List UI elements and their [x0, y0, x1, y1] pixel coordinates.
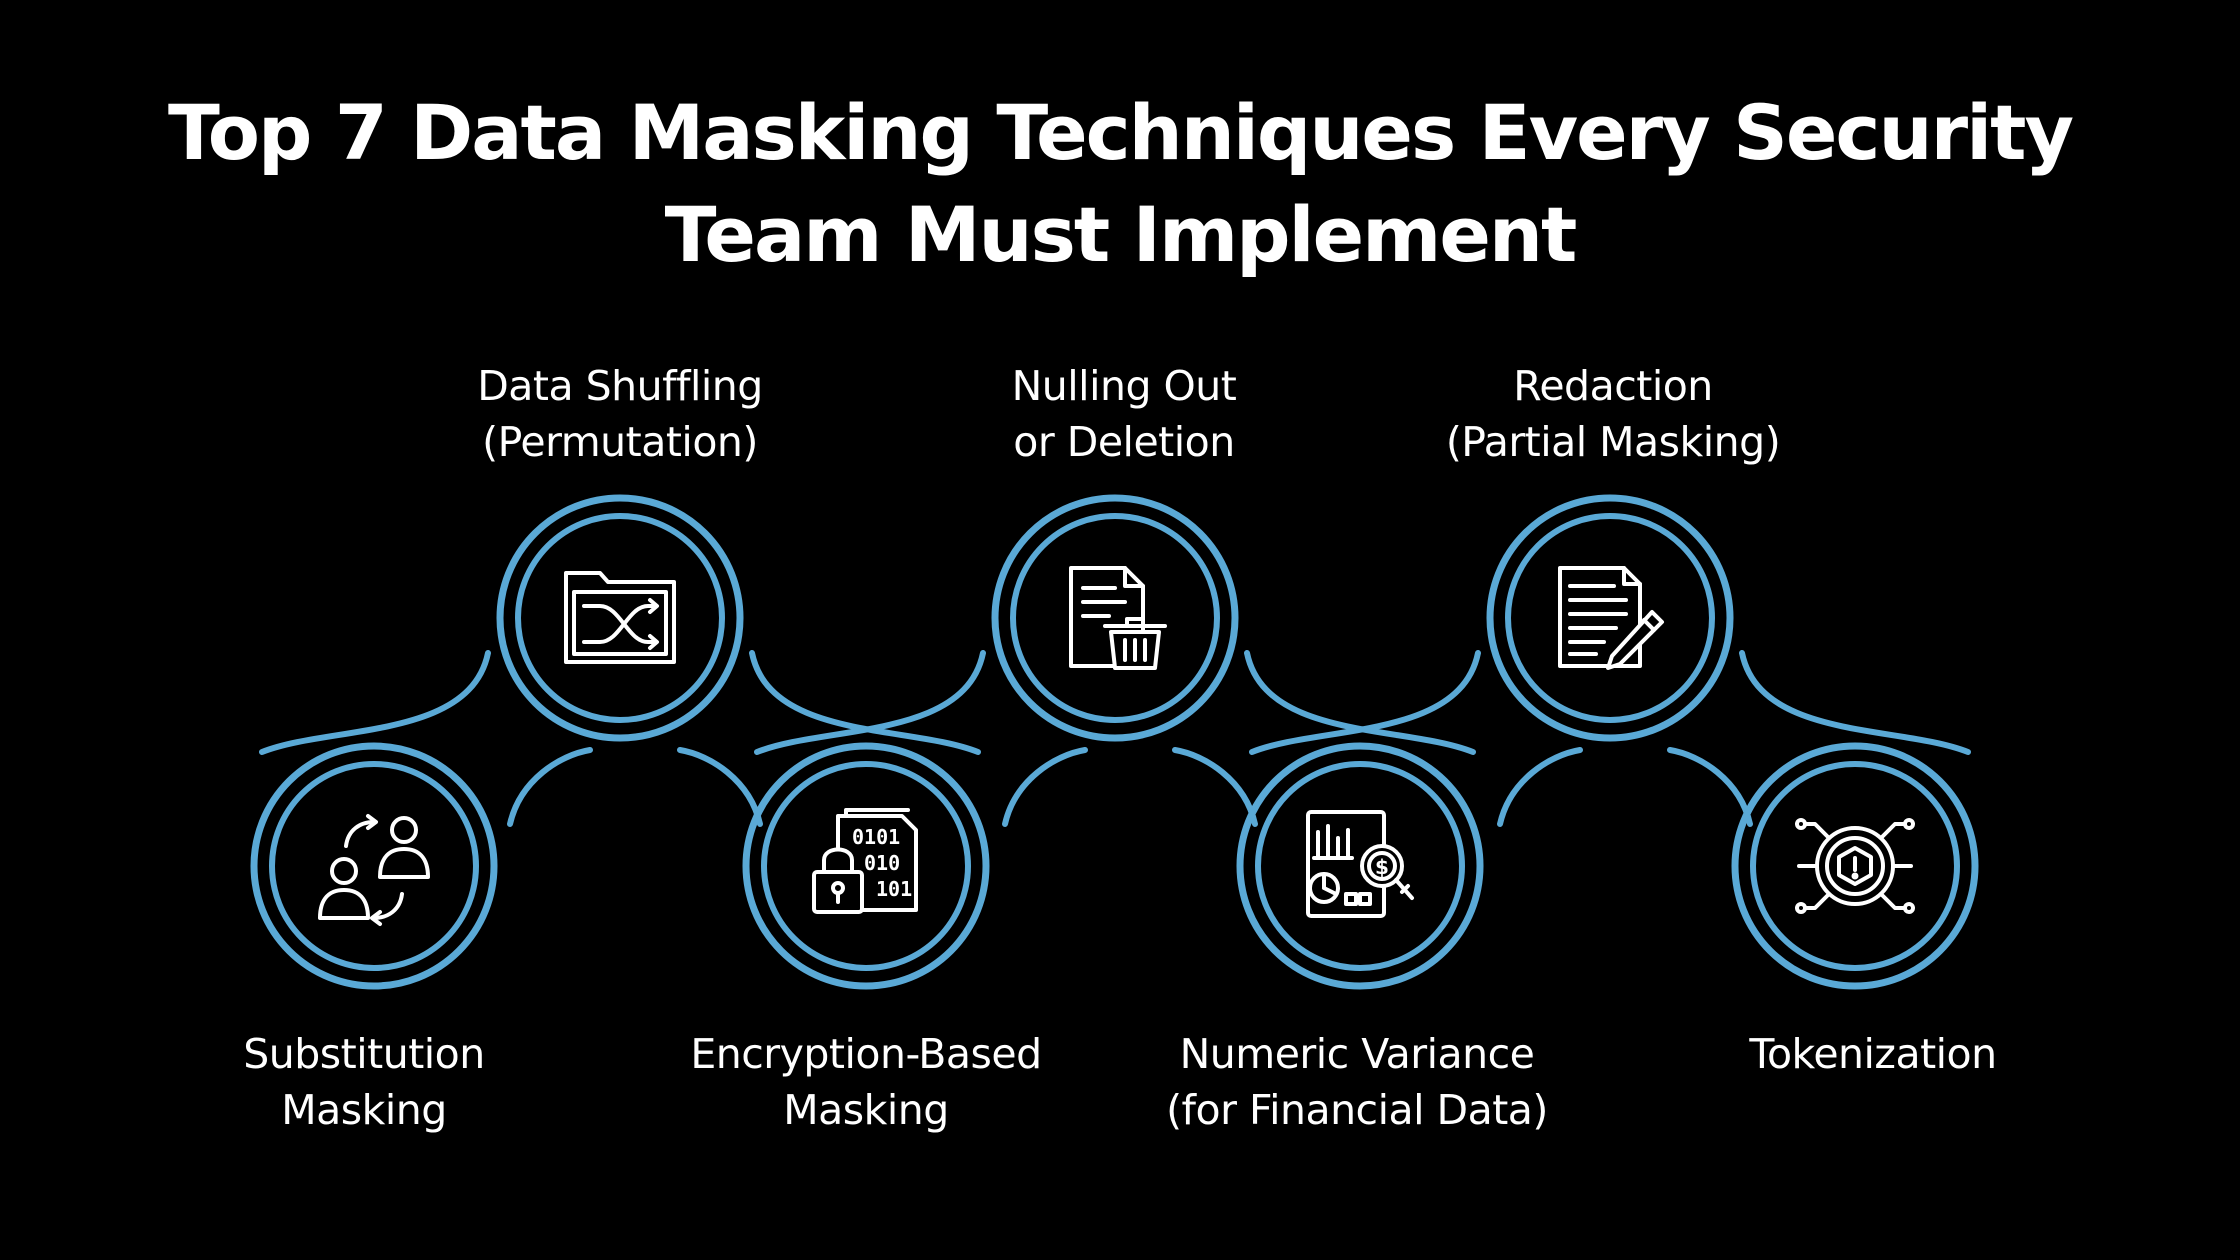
connector-upper-5-6 [1249, 650, 1481, 755]
label-numeric-variance: Numeric Variance (for Financial Data) [1166, 1030, 1548, 1134]
label-tokenization: Tokenization [1749, 1030, 1997, 1078]
ring-numeric-variance [1236, 742, 1484, 990]
svg-text:101: 101 [876, 877, 912, 901]
label-redaction: Redaction (Partial Masking) [1445, 362, 1781, 466]
file-trash-icon [1069, 566, 1167, 670]
technique-icons: 0101 010 101 [318, 566, 1915, 926]
connector-upper-4-5 [1244, 650, 1476, 755]
ring-data-shuffling [496, 494, 744, 742]
encrypted-file-lock-icon: 0101 010 101 [812, 808, 918, 914]
label-substitution-masking: Substitution Masking [243, 1030, 485, 1134]
label-nulling-out: Nulling Out or Deletion [1011, 362, 1237, 466]
ring-substitution [250, 742, 498, 990]
connector-lower-2-3 [677, 747, 763, 827]
connector-upper-1-2 [259, 650, 491, 755]
svg-text:010: 010 [864, 851, 900, 875]
title-line-2: Team Must Implement [664, 190, 1578, 279]
connector-lower-4-5 [1172, 747, 1258, 827]
user-swap-icon [318, 814, 430, 926]
svg-text:$: $ [1375, 855, 1389, 879]
connector-upper-3-4 [754, 650, 986, 755]
connector-upper-6-7 [1739, 650, 1971, 755]
document-pen-icon [1558, 566, 1664, 670]
title-line-1: Top 7 Data Masking Techniques Every Secu… [168, 88, 2074, 177]
svg-text:0101: 0101 [852, 825, 900, 849]
ring-nulling-out [991, 494, 1239, 742]
connector-lower-5-6 [1497, 747, 1583, 827]
connector-lower-3-4 [1002, 747, 1088, 827]
ring-redaction [1486, 494, 1734, 742]
connector-lower-6-7 [1667, 747, 1753, 827]
connector-upper-2-3 [749, 650, 981, 755]
financial-report-search-icon: $ [1306, 810, 1414, 918]
folder-shuffle-icon [564, 571, 676, 664]
label-data-shuffling: Data Shuffling (Permutation) [477, 362, 763, 466]
ring-tokenization [1731, 742, 1979, 990]
token-chip-icon [1795, 818, 1915, 914]
technique-rings [250, 494, 1979, 990]
ring-encryption [742, 742, 990, 990]
connector-arcs [259, 650, 1971, 827]
connector-lower-1-2 [507, 747, 593, 827]
label-encryption-based-masking: Encryption-Based Masking [690, 1030, 1042, 1134]
page-title: Top 7 Data Masking Techniques Every Secu… [0, 82, 2240, 286]
